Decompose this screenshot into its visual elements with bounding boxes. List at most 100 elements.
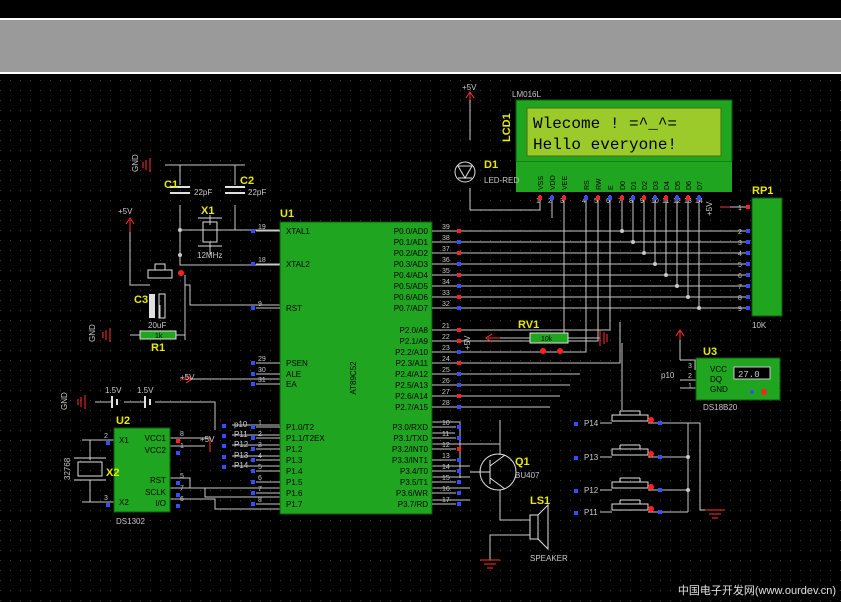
u2-pin-name: I/O — [155, 499, 166, 508]
u2-pin-name: X2 — [119, 498, 129, 507]
battery-2[interactable]: 1.5V — [137, 386, 154, 408]
svg-text:GND: GND — [60, 392, 69, 410]
svg-text:1.5V: 1.5V — [137, 386, 154, 395]
u1-pin-name: P0.3/AD3 — [394, 260, 429, 269]
lcd-pin-name: D7 — [697, 181, 704, 190]
svg-text:p10: p10 — [661, 371, 675, 380]
u1-pin-number: 6 — [258, 475, 262, 482]
u1-pin-state — [457, 229, 461, 233]
lcd-pin-name: RW — [596, 178, 603, 190]
u1-pin-state — [457, 372, 461, 376]
svg-text:+5V: +5V — [705, 201, 714, 216]
net-pin-state — [222, 424, 226, 428]
u1-pin-name: PSEN — [286, 359, 308, 368]
u1-pin-state — [251, 458, 255, 462]
u1-pin-number: 12 — [442, 442, 450, 449]
watermark: 中国电子开发网(www.ourdev.cn) — [678, 583, 836, 597]
top-banner — [0, 18, 841, 74]
u1-pin-state — [251, 382, 255, 386]
rp1-pin-state — [746, 262, 750, 266]
u1-pin-number: 16 — [442, 486, 450, 493]
lcd-pin-state — [620, 196, 624, 200]
net-pin-state — [222, 444, 226, 448]
push-button[interactable]: P12 — [574, 477, 662, 495]
reset-button[interactable] — [147, 263, 184, 279]
u1-pin-number: 23 — [442, 345, 450, 352]
svg-text:1k: 1k — [155, 333, 163, 340]
lcd-pin-name: VSS — [538, 176, 545, 190]
lcd1-display[interactable]: Wlecome ! =^_^= Hello everyone! LM016L L… — [501, 90, 733, 205]
u1-pin-name: XTAL2 — [286, 260, 310, 269]
svg-text:22pF: 22pF — [194, 188, 212, 197]
rp1-value: 10K — [752, 321, 767, 330]
u1-pin-name: P2.3/A11 — [396, 359, 429, 368]
u1-pin-state — [457, 306, 461, 310]
vcc-ea: +5V — [180, 373, 195, 384]
u3-pin-number: 1 — [688, 383, 692, 390]
lcd-pin-state — [653, 196, 657, 200]
u3-pin-name: VCC — [710, 365, 727, 374]
u1-pin-state — [251, 361, 255, 365]
push-button[interactable]: P13 — [574, 444, 662, 462]
rp1-pin-number: 7 — [738, 284, 742, 291]
u1-pin-state — [251, 491, 255, 495]
rp1-pin-state — [746, 273, 750, 277]
u1-pin-state — [251, 372, 255, 376]
u2-pin-number: 8 — [180, 431, 184, 438]
r1-resistor[interactable]: 1k R1 — [139, 330, 177, 354]
u1-pin-number: 26 — [442, 378, 450, 385]
push-button[interactable]: P14 — [574, 410, 662, 428]
push-button[interactable]: P11 — [574, 499, 662, 517]
u2-pin-name: SCLK — [145, 488, 167, 497]
u1-pin-number: 2 — [258, 431, 262, 438]
u1-pin-name: XTAL1 — [286, 227, 310, 236]
net-label: P12 — [234, 440, 249, 449]
svg-text:X2: X2 — [106, 467, 119, 479]
u2-pin-state — [176, 481, 180, 485]
u1-pin-state — [457, 295, 461, 299]
c3-capacitor[interactable]: C3 20uF — [134, 293, 166, 330]
lcd-pin-state — [608, 196, 612, 200]
u1-pin-number: 22 — [442, 334, 450, 341]
x1-crystal[interactable]: X1 12MHz — [197, 205, 222, 260]
u1-pin-name: P2.6/A14 — [395, 392, 428, 401]
lcd-pin-name: D4 — [664, 181, 671, 190]
rp1-pin-state — [746, 295, 750, 299]
u1-pin-name: P0.4/AD4 — [394, 271, 429, 280]
q1-transistor[interactable]: Q1 BU407 — [470, 453, 540, 491]
rv1-potentiometer[interactable]: 10k RV1 — [518, 319, 569, 354]
d1-led[interactable]: D1 LED-RED — [454, 159, 519, 185]
lcd-pin-state — [664, 196, 668, 200]
x2-crystal[interactable]: X2 32768 — [63, 457, 119, 481]
u1-pin-state — [457, 350, 461, 354]
u1-pin-number: 15 — [442, 475, 450, 482]
u1-pin-name: P3.7/RD — [398, 500, 428, 509]
u1-pin-number: 14 — [442, 464, 450, 471]
u2-pin-state — [106, 441, 110, 445]
lcd-part: LM016L — [512, 90, 541, 99]
u1-pin-name: P0.1/AD1 — [394, 238, 429, 247]
lcd-pin-number: 13 — [684, 198, 692, 205]
u1-pin-name: P0.0/AD0 — [394, 227, 429, 236]
u1-pin-number: 30 — [258, 367, 266, 374]
u2-pin-state — [176, 439, 180, 443]
c2-capacitor[interactable]: C2 22pF — [225, 175, 266, 197]
lcd-pin-name: VEE — [562, 176, 569, 190]
c1-capacitor[interactable]: C1 22pF — [164, 179, 212, 197]
battery-1[interactable]: 1.5V — [105, 386, 122, 408]
svg-text:20uF: 20uF — [148, 321, 166, 330]
ls1-speaker[interactable]: LS1 SPEAKER — [529, 495, 568, 563]
u1-pin-state — [457, 394, 461, 398]
u2-pin-state — [176, 493, 180, 497]
u1-pin-name: EA — [286, 380, 297, 389]
lcd-pin-state — [697, 196, 701, 200]
u1-pin-name: P1.7 — [286, 500, 303, 509]
svg-text:C1: C1 — [164, 179, 178, 191]
vcc-reset: +5V — [118, 207, 135, 232]
u1-pin-number: 34 — [442, 279, 450, 286]
rp1-pin-state — [746, 251, 750, 255]
